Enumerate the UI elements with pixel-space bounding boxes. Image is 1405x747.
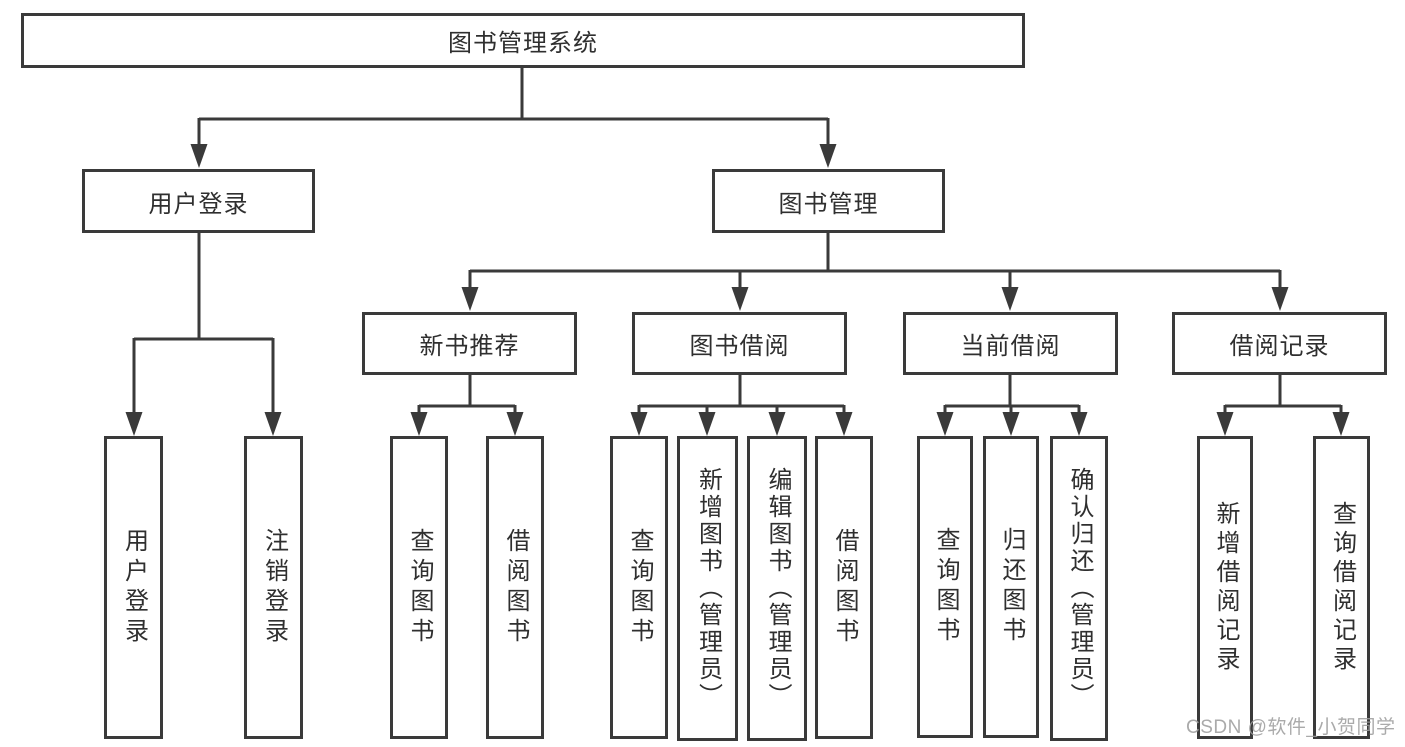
leaf-br-query-record: 查询借阅记录 — [1313, 436, 1370, 739]
leaf-bb-add-books-admin: 新增图书（管理员） — [677, 436, 738, 741]
csdn-watermark: CSDN @软件_小贺同学 — [1186, 717, 1396, 738]
connector-paths — [132, 66, 1343, 416]
leaf-user-login: 用户登录 — [104, 436, 163, 739]
leaf-bb-borrow-books: 借阅图书 — [815, 436, 873, 739]
node-book-management: 图书管理 — [712, 169, 945, 233]
leaf-cb-confirm-return-admin: 确认归还（管理员） — [1050, 436, 1108, 741]
node-user-login: 用户登录 — [82, 169, 315, 233]
leaf-nb-borrow-books: 借阅图书 — [486, 436, 544, 739]
leaf-br-add-record: 新增借阅记录 — [1197, 436, 1253, 739]
node-root: 图书管理系统 — [21, 13, 1025, 68]
leaf-logout: 注销登录 — [244, 436, 303, 739]
leaf-bb-edit-books-admin: 编辑图书（管理员） — [747, 436, 807, 741]
arrowheads — [125, 144, 1350, 436]
node-borrow-records: 借阅记录 — [1172, 312, 1387, 375]
leaf-nb-query-books: 查询图书 — [390, 436, 448, 739]
leaf-cb-query-books: 查询图书 — [917, 436, 973, 738]
leaf-cb-return-books: 归还图书 — [983, 436, 1039, 738]
leaf-bb-query-books: 查询图书 — [610, 436, 668, 739]
node-current-borrow: 当前借阅 — [903, 312, 1118, 375]
node-book-borrow: 图书借阅 — [632, 312, 847, 375]
node-new-book-recommend: 新书推荐 — [362, 312, 577, 375]
